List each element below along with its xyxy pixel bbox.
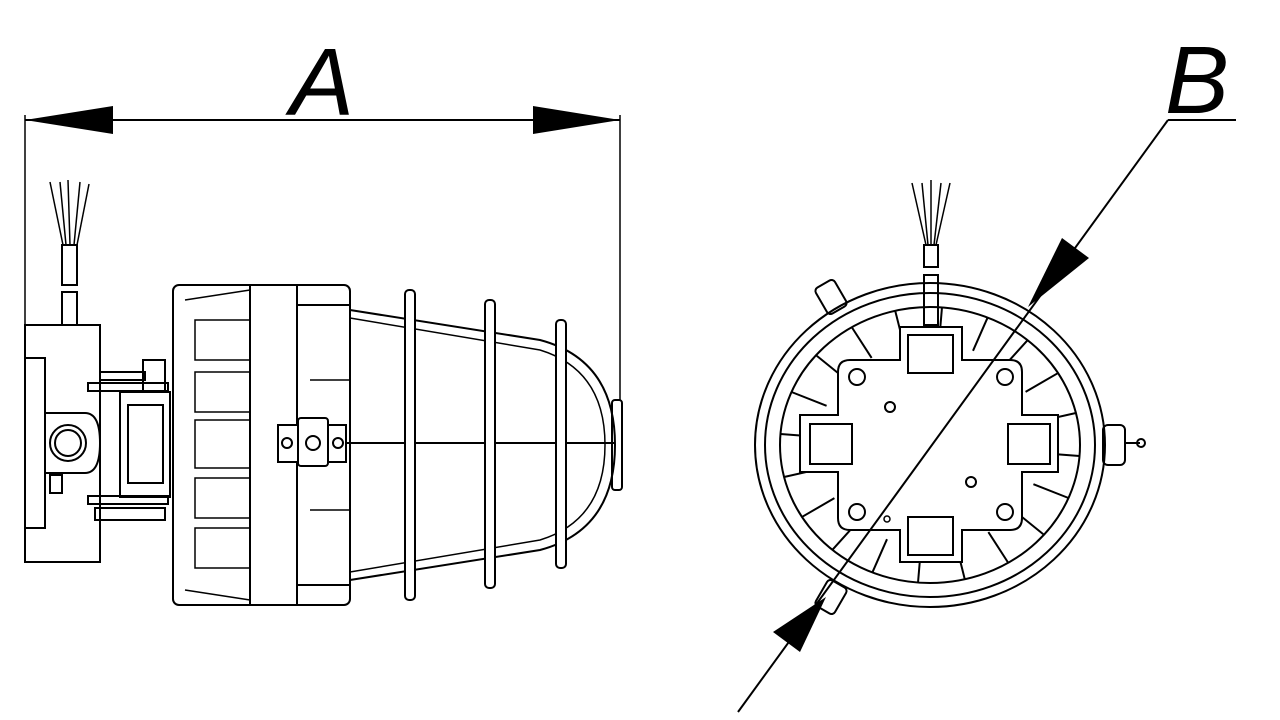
arrow-b-top-icon [1028,238,1089,307]
dimension-a: A [24,29,621,400]
cage-spoke [871,538,888,573]
arrow-right-icon [533,106,620,134]
dimension-b-label: B [1165,27,1229,134]
dimension-a-label: A [285,29,354,136]
cage-spoke [972,317,989,352]
cable-front [911,180,951,326]
arrow-left-icon [25,106,113,134]
cage-spoke [1025,372,1059,393]
cable-side [49,179,90,326]
cage-spoke [987,531,1010,564]
cage-spoke [850,326,873,359]
front-view-lamp [754,180,1146,616]
dimension-b: B [737,27,1236,713]
arrow-b-bottom-icon [773,597,826,652]
cage-spoke [801,497,835,518]
side-view-lamp [24,179,623,606]
cage-spoke [1033,483,1069,499]
cage-spoke [791,391,827,407]
